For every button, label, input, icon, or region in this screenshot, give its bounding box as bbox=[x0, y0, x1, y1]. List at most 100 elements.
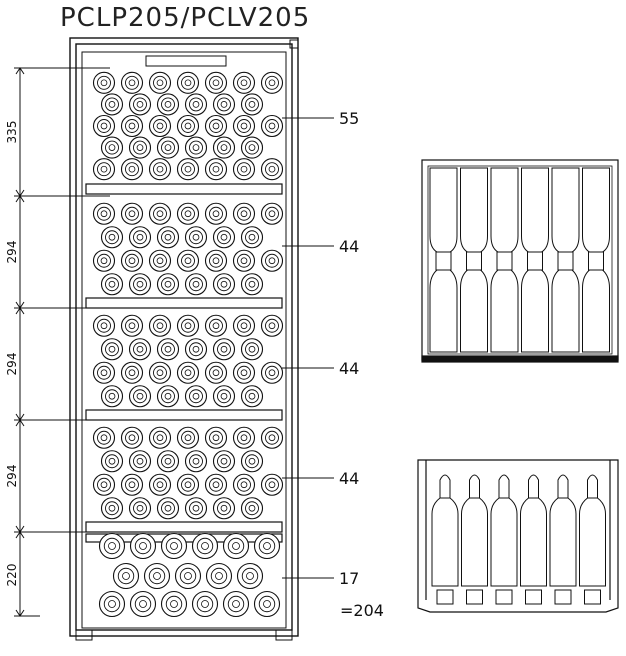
bottle-end bbox=[128, 226, 152, 249]
bottle-end bbox=[128, 450, 152, 473]
bottle-end bbox=[260, 426, 284, 449]
bottle-end bbox=[174, 562, 202, 590]
count-label-5: 17 bbox=[339, 569, 359, 588]
bottle-end bbox=[148, 426, 172, 449]
bottle-end bbox=[148, 71, 172, 94]
bottle-profile bbox=[520, 474, 547, 605]
bottle-end bbox=[240, 385, 264, 408]
bottle-end bbox=[128, 273, 152, 296]
bottle-end bbox=[260, 202, 284, 225]
height-label-2: 294 bbox=[5, 241, 19, 264]
bottle-end bbox=[222, 590, 250, 618]
bottle-end bbox=[236, 562, 264, 590]
bottle-end bbox=[176, 71, 200, 94]
height-label-3: 294 bbox=[5, 353, 19, 376]
bottle-outline bbox=[460, 167, 488, 353]
bottle-end bbox=[148, 158, 172, 181]
bottle-end bbox=[120, 473, 144, 496]
bottle-end bbox=[184, 273, 208, 296]
bottle-end bbox=[240, 226, 264, 249]
bottle-end bbox=[176, 426, 200, 449]
bottle-end bbox=[128, 497, 152, 520]
bottle-end bbox=[120, 114, 144, 138]
bottle-end bbox=[212, 93, 236, 116]
bottle-grid bbox=[92, 71, 284, 618]
bottle-end bbox=[92, 426, 116, 449]
bottle-end bbox=[156, 226, 180, 249]
height-label-1: 335 bbox=[5, 121, 19, 144]
bottle-end bbox=[120, 426, 144, 449]
bottle-end bbox=[232, 426, 256, 449]
bottle-end bbox=[240, 450, 264, 473]
bottle-end bbox=[148, 473, 172, 496]
count-leaders bbox=[282, 117, 334, 579]
model-title: PCLP205/PCLV205 bbox=[60, 3, 311, 33]
bottle-end bbox=[184, 450, 208, 473]
bottle-end bbox=[184, 338, 208, 361]
bottle-end bbox=[156, 385, 180, 408]
bottle-end bbox=[240, 273, 264, 296]
bottle-end bbox=[148, 314, 172, 337]
bottle-end bbox=[232, 314, 256, 337]
bottle-end bbox=[148, 249, 172, 272]
shelf-top-view-1 bbox=[421, 159, 619, 363]
bottle-end bbox=[240, 497, 264, 520]
bottle-end bbox=[232, 249, 256, 272]
bottle-end bbox=[260, 249, 284, 272]
bottle-end bbox=[120, 314, 144, 337]
bottle-end bbox=[92, 202, 116, 225]
bottle-end bbox=[128, 93, 152, 116]
bottle-end bbox=[232, 473, 256, 496]
bottle-end bbox=[204, 114, 228, 138]
bottle-end bbox=[176, 114, 200, 138]
bottle-end bbox=[148, 114, 172, 138]
bottle-end bbox=[184, 226, 208, 249]
bottle-end bbox=[205, 562, 233, 590]
bottle-end bbox=[100, 136, 124, 159]
height-dimensions bbox=[14, 67, 110, 617]
bottle-end bbox=[92, 473, 116, 496]
shelf-2 bbox=[85, 297, 283, 309]
bottle-side-row bbox=[431, 474, 606, 605]
bottle-end bbox=[100, 497, 124, 520]
bottle-end bbox=[176, 202, 200, 225]
bottle-end bbox=[204, 249, 228, 272]
shelf-1 bbox=[85, 183, 283, 195]
bottle-end bbox=[232, 158, 256, 181]
bottle-end bbox=[148, 361, 172, 384]
bottle-outline bbox=[490, 167, 519, 353]
bottle-end bbox=[232, 114, 256, 138]
bottle-end bbox=[92, 71, 116, 94]
bottle-end bbox=[184, 385, 208, 408]
bottle-end bbox=[212, 450, 236, 473]
bottle-end bbox=[98, 532, 126, 560]
bottle-end bbox=[222, 532, 250, 560]
shelf-side-view-2 bbox=[417, 459, 619, 613]
bottle-end bbox=[120, 71, 144, 94]
bottle-end bbox=[204, 202, 228, 225]
bottle-end bbox=[184, 136, 208, 159]
bottle-outline bbox=[551, 167, 580, 353]
bottle-end bbox=[92, 361, 116, 384]
bottle-end bbox=[100, 93, 124, 116]
bottle-end bbox=[204, 314, 228, 337]
bottle-profile bbox=[431, 474, 459, 605]
bottle-end bbox=[156, 93, 180, 116]
bottle-end bbox=[98, 590, 126, 618]
bottle-end bbox=[212, 497, 236, 520]
bottle-end bbox=[120, 361, 144, 384]
bottle-end bbox=[92, 314, 116, 337]
count-label-4: 44 bbox=[339, 469, 359, 488]
bottle-end bbox=[156, 136, 180, 159]
bottle-end bbox=[100, 450, 124, 473]
bottle-end bbox=[156, 338, 180, 361]
bottle-end bbox=[156, 273, 180, 296]
bottle-end bbox=[240, 93, 264, 116]
bottle-end bbox=[128, 338, 152, 361]
bottle-end bbox=[92, 158, 116, 181]
height-label-5: 220 bbox=[5, 564, 19, 587]
bottle-end bbox=[212, 338, 236, 361]
bottle-end bbox=[176, 473, 200, 496]
bottle-end bbox=[260, 314, 284, 337]
